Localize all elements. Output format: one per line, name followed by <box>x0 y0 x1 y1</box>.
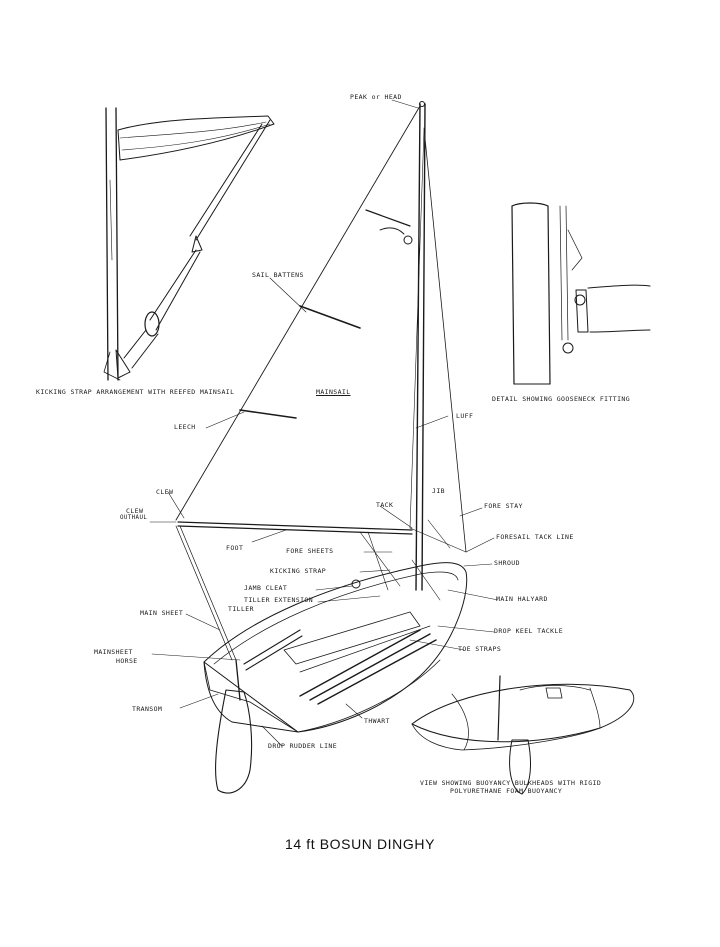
buoyancy-view <box>411 675 635 795</box>
label-fore-stay: FORE STAY <box>484 502 523 510</box>
label-buoyancy-1: VIEW SHOWING BUOYANCY BULKHEADS WITH RIG… <box>420 779 602 787</box>
label-thwart: THWART <box>364 717 390 725</box>
label-peak-head: PEAK or HEAD <box>350 93 402 101</box>
label-transom: TRANSOM <box>132 705 163 713</box>
inset-kicking-strap <box>103 107 275 381</box>
hull <box>175 525 468 794</box>
leader-lines <box>149 99 499 747</box>
label-jamb-cleat: JAMB CLEAT <box>244 584 288 592</box>
label-clew-outhaul-1: CLEW <box>126 507 144 515</box>
label-leech: LEECH <box>174 423 196 431</box>
label-mainsheet-horse-2: HORSE <box>116 657 138 665</box>
label-foresail-tack-line: FORESAIL TACK LINE <box>496 533 574 541</box>
label-kicking-strap: KICKING STRAP <box>270 567 327 575</box>
label-drop-keel-tackle: DROP KEEL TACKLE <box>494 627 564 635</box>
label-tiller-extension: TILLER EXTENSION <box>244 596 314 604</box>
label-sail-battens: SAIL BATTENS <box>252 271 304 279</box>
label-tack: TACK <box>376 501 394 509</box>
label-jib: JIB <box>432 487 445 495</box>
label-luff: LUFF <box>456 412 474 420</box>
label-main-sheet: MAIN SHEET <box>140 609 184 617</box>
jib <box>409 127 467 553</box>
label-main-halyard: MAIN HALYARD <box>496 595 548 603</box>
inset-gooseneck <box>511 202 651 385</box>
mainsail <box>175 101 426 591</box>
label-buoyancy-2: POLYURETHANE FOAM BUOYANCY <box>450 787 563 795</box>
label-mainsail: MAINSAIL <box>316 388 351 396</box>
label-toe-straps: TOE STRAPS <box>458 645 502 653</box>
label-drop-rudder-line: DROP RUDDER LINE <box>268 742 338 750</box>
label-detail-gooseneck: DETAIL SHOWING GOOSENECK FITTING <box>492 395 631 403</box>
label-shroud: SHROUD <box>494 559 520 567</box>
page-title: 14 ft BOSUN DINGHY <box>284 836 436 852</box>
label-tiller: TILLER <box>228 605 254 613</box>
label-mainsheet-horse-1: MAINSHEET <box>94 648 133 656</box>
label-clew-outhaul-2: OUTHAUL <box>120 515 148 521</box>
label-kicking-strap-reefed: KICKING STRAP ARRANGEMENT WITH REEFED MA… <box>36 388 235 396</box>
label-clew: CLEW <box>156 488 174 496</box>
label-fore-sheets: FORE SHEETS <box>286 547 334 555</box>
label-foot: FOOT <box>226 544 244 552</box>
